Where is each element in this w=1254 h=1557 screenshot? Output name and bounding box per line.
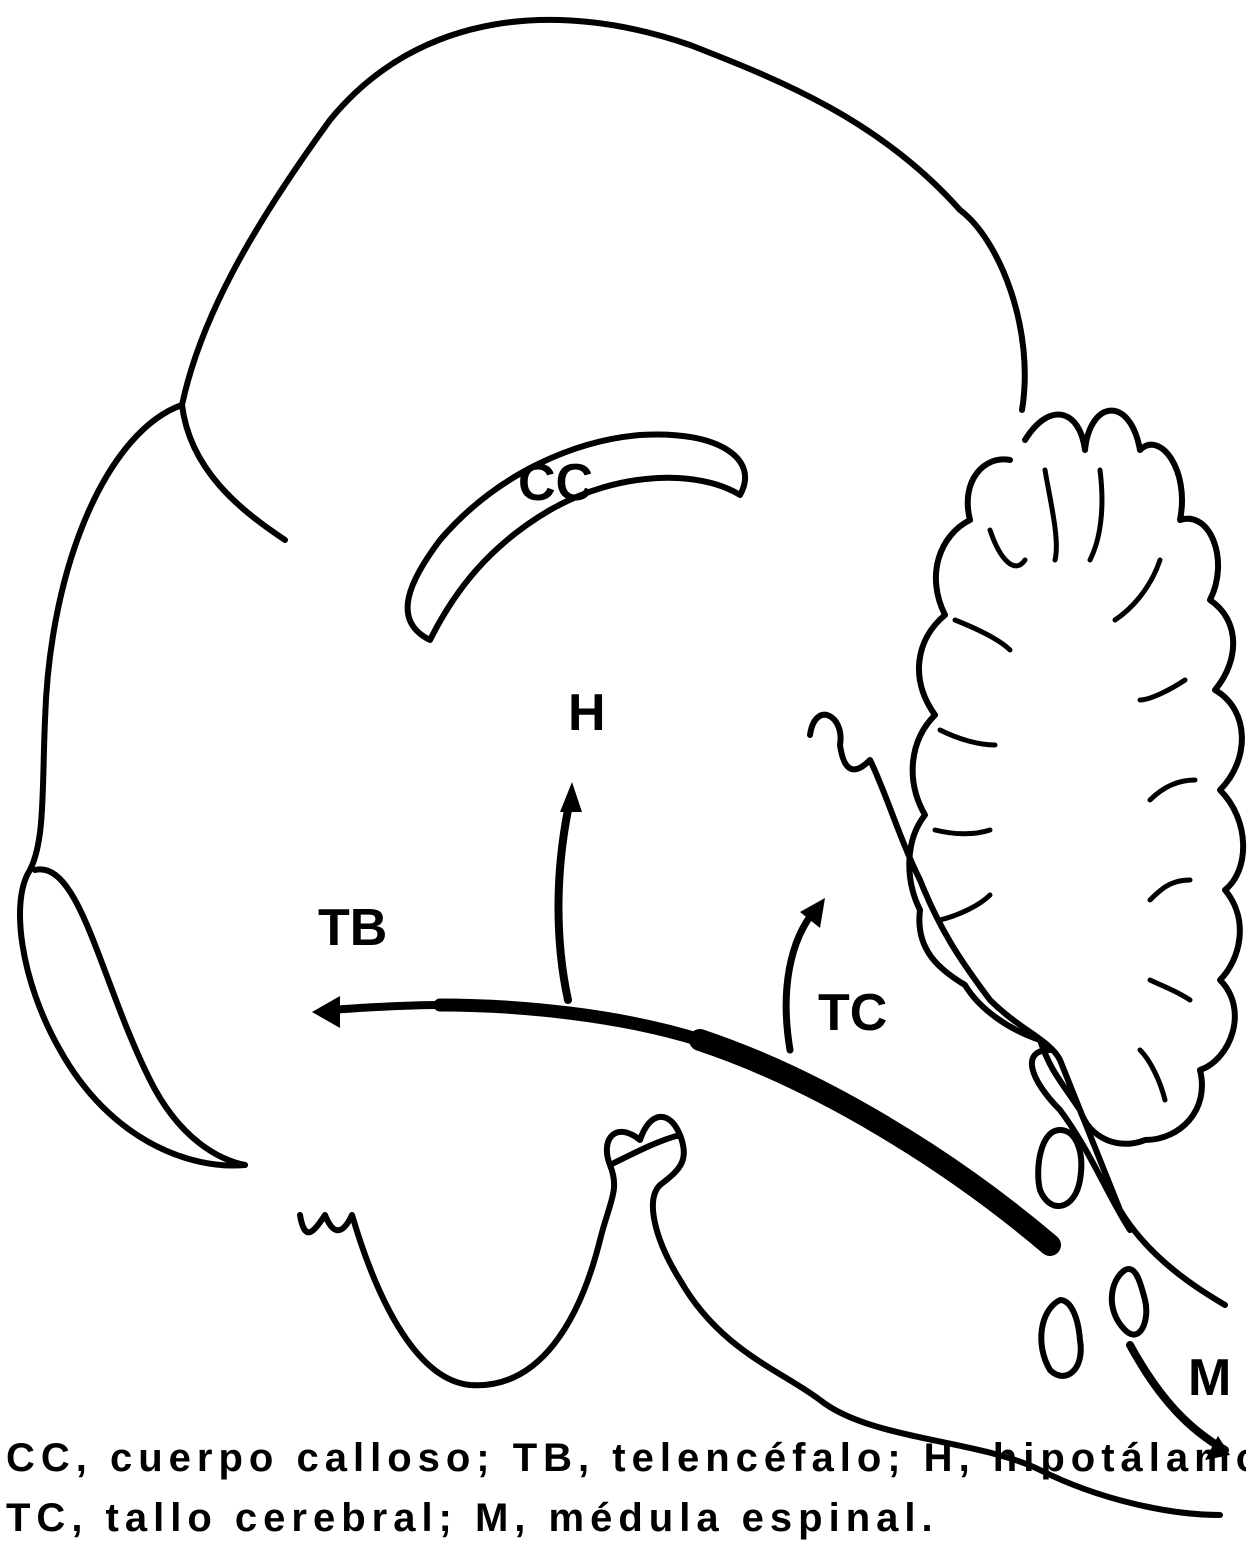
caption-line-1: CC, cuerpo calloso; TB, telencéfalo; H, … [6,1428,1246,1488]
folium-2 [1045,470,1056,560]
orbital-lobe-outline [35,869,245,1165]
folium-13 [940,895,990,920]
label-m: M [1188,1349,1231,1407]
cerebellum-outline [909,411,1243,1144]
pathway-to-tb [330,1005,440,1010]
folium-11 [940,730,995,745]
folium-12 [935,830,990,834]
folium-1 [990,530,1025,566]
h-arrowhead [560,782,582,812]
main-pathway [700,1040,1050,1245]
folium-7 [1150,880,1190,900]
cerebellum-folia [935,470,1195,1100]
pathway-to-h [558,800,570,1000]
tb-arrowhead [312,996,340,1028]
label-tc: TC [818,984,887,1042]
label-tb: TB [318,899,387,957]
folium-8 [1150,980,1190,1000]
folium-5 [1140,680,1185,700]
caption-line-2: TC, tallo cerebral; M, médula espinal. [6,1488,1246,1548]
label-cc: CC [518,454,593,512]
frontal-sulcus [182,405,285,540]
figure-caption: CC, cuerpo calloso; TB, telencéfalo; H, … [6,1428,1246,1557]
ventricle-oval-2 [1112,1269,1146,1335]
pathway-mid [440,1005,700,1040]
label-h: H [568,684,606,742]
ventricle-oval-3 [1041,1300,1081,1376]
folium-9 [1140,1050,1165,1100]
folium-4 [1115,560,1160,620]
pathway-to-tc [786,910,815,1050]
folium-6 [1150,780,1195,800]
folium-3 [1090,470,1102,560]
folium-10 [955,620,1010,650]
ventricle-oval-1 [1038,1130,1081,1206]
